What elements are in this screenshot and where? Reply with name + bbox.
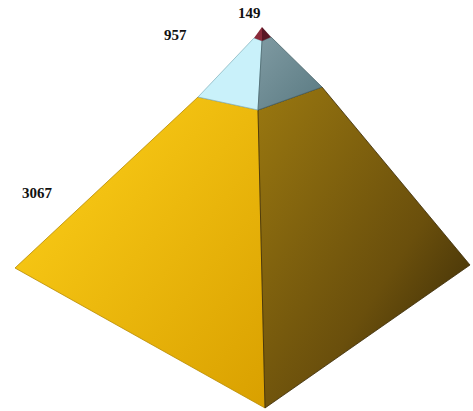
layer-count-label: 3067 xyxy=(22,186,52,201)
tip-left-face xyxy=(254,27,262,41)
tip-right-face xyxy=(262,27,271,41)
bottom-right-face xyxy=(258,87,470,408)
middle-left-face xyxy=(198,38,262,110)
bottom-left-face xyxy=(15,97,265,408)
middle-right-face xyxy=(258,37,322,110)
layer-count-label: 149 xyxy=(238,6,261,21)
layer-count-label: 957 xyxy=(164,28,187,43)
